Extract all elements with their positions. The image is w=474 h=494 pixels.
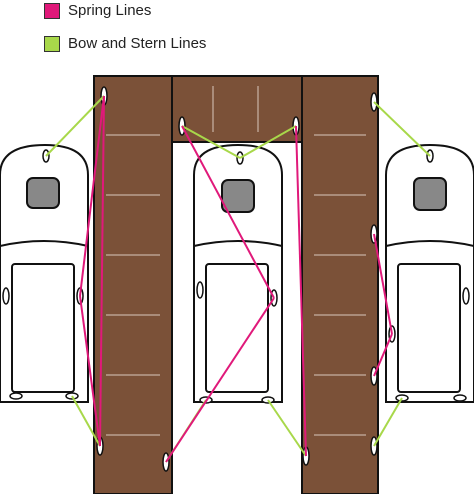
cabin-window (26, 177, 60, 209)
cockpit (11, 263, 75, 393)
boat-middle (193, 143, 283, 403)
cleat (196, 281, 204, 299)
bow-stern-lines-swatch (44, 35, 60, 52)
cleat (9, 392, 23, 400)
spring-lines-swatch (44, 2, 60, 19)
dock-structure (93, 75, 379, 494)
cockpit (397, 263, 461, 393)
cleat (453, 394, 467, 402)
cleat (462, 287, 470, 305)
bow-deck-line (0, 240, 89, 247)
boat-left (0, 143, 89, 403)
cockpit (205, 263, 269, 393)
bow-deck-line (385, 240, 474, 247)
legend-bow-stern-lines: Bow and Stern Lines (44, 35, 206, 52)
cabin-window (221, 179, 255, 213)
left-dock (93, 75, 173, 494)
plank-lines (106, 86, 366, 436)
right-dock (301, 75, 379, 494)
legend-label-bow-stern-lines: Bow and Stern Lines (68, 35, 207, 52)
legend-spring-lines: Spring Lines (44, 2, 151, 19)
boat-right (385, 143, 474, 403)
spring-lines (79, 95, 393, 463)
top-connector-dock (171, 75, 303, 143)
legend-label-spring-lines: Spring Lines (68, 2, 152, 19)
cleat (2, 287, 10, 305)
cabin-window (413, 177, 447, 211)
bow-deck-line (193, 240, 283, 247)
